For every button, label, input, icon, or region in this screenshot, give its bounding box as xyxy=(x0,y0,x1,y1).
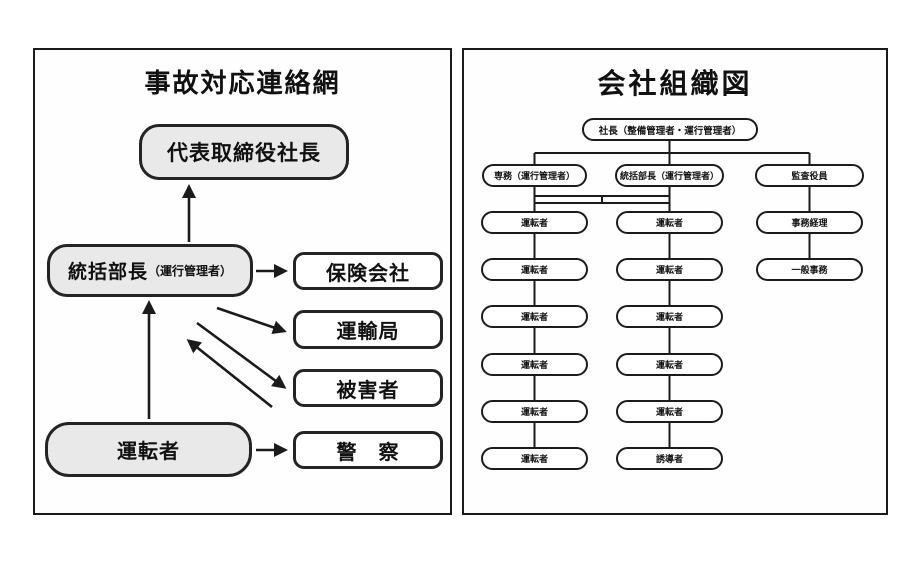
org-node-driver: 運転者 xyxy=(616,258,723,281)
org-node-driver: 運転者 xyxy=(481,258,588,281)
node-transport-bureau: 運輸局 xyxy=(293,310,443,349)
accident-connector-arrows xyxy=(142,184,288,457)
org-node-senmu: 専務（運行管理者） xyxy=(482,164,587,187)
org-node-president: 社長（整備管理者・運行管理者） xyxy=(582,118,758,141)
node-police: 警 察 xyxy=(293,431,443,469)
org-node-label: 運転者 xyxy=(520,265,548,275)
node-insurance-label: 保険会社 xyxy=(326,262,410,285)
org-node-label: 運転者 xyxy=(520,218,548,228)
org-panel-title: 会社組織図 xyxy=(597,69,753,100)
org-node-driver: 運転者 xyxy=(481,353,588,376)
node-police-label: 警 察 xyxy=(336,441,400,464)
org-node-label: 事務経理 xyxy=(791,218,828,228)
org-node-guide: 誘導者 xyxy=(616,447,723,470)
org-node-label: 運転者 xyxy=(655,312,683,322)
node-driver-label: 運転者 xyxy=(117,441,180,463)
accident-panel-title: 事故対応連絡網 xyxy=(144,69,341,98)
org-node-label: 運転者 xyxy=(520,407,548,417)
org-node-label: 一般事務 xyxy=(791,265,828,275)
org-node-label: 運転者 xyxy=(520,454,548,464)
org-node-label: 運転者 xyxy=(655,265,683,275)
org-node-label: 統括部長（運行管理者） xyxy=(619,171,719,181)
arrow-gm-to-victim-icon xyxy=(196,321,287,389)
node-driver: 運転者 xyxy=(45,422,252,477)
org-node-label: 運転者 xyxy=(655,407,683,417)
org-node-driver: 運転者 xyxy=(616,211,723,234)
org-node-driver: 運転者 xyxy=(481,211,588,234)
org-node-label: 誘導者 xyxy=(655,454,683,464)
node-bureau-label: 運輸局 xyxy=(336,321,400,343)
org-node-driver: 運転者 xyxy=(616,305,723,328)
org-node-label: 運転者 xyxy=(655,360,683,370)
node-victim: 被害者 xyxy=(293,369,443,407)
accident-network-panel: 事故対応連絡網 代表取締役社長 統括部長（運行管理者） 保険会社 運輸局 被害者 xyxy=(33,48,452,515)
arrow-gm-to-bureau-icon xyxy=(216,306,287,335)
org-node-label: 監査役員 xyxy=(791,171,828,181)
node-insurance-company: 保険会社 xyxy=(293,252,443,290)
org-node-president-label: 社長（整備管理者・運行管理者） xyxy=(598,126,742,137)
org-node-driver: 運転者 xyxy=(481,447,588,470)
node-general-manager: 統括部長（運行管理者） xyxy=(47,244,253,297)
node-general-manager-label: 統括部長 xyxy=(67,262,148,283)
org-node-kansa: 監査役員 xyxy=(755,164,864,187)
org-node-label: 専務（運行管理者） xyxy=(493,171,575,181)
org-node-office-accounting: 事務経理 xyxy=(756,211,863,234)
node-president: 代表取締役社長 xyxy=(139,124,349,180)
org-node-driver: 運転者 xyxy=(616,353,723,376)
node-victim-label: 被害者 xyxy=(336,379,400,402)
node-president-label: 代表取締役社長 xyxy=(167,141,321,165)
arrow-victim-to-gm-icon xyxy=(186,339,273,409)
org-node-toukatsu: 統括部長（運行管理者） xyxy=(615,164,724,187)
node-general-manager-sublabel: （運行管理者） xyxy=(148,264,233,278)
org-node-label: 運転者 xyxy=(655,218,683,228)
org-node-driver: 運転者 xyxy=(481,305,588,328)
org-node-driver: 運転者 xyxy=(616,400,723,423)
org-node-driver: 運転者 xyxy=(481,400,588,423)
org-chart-panel: 会社組織図 社長（整備管理者・運行管理者） 専務（運行管理者） 統括部長（運行管… xyxy=(462,48,888,515)
org-node-label: 運転者 xyxy=(520,312,548,322)
org-node-label: 運転者 xyxy=(520,360,548,370)
org-node-general-affairs: 一般事務 xyxy=(756,258,863,281)
